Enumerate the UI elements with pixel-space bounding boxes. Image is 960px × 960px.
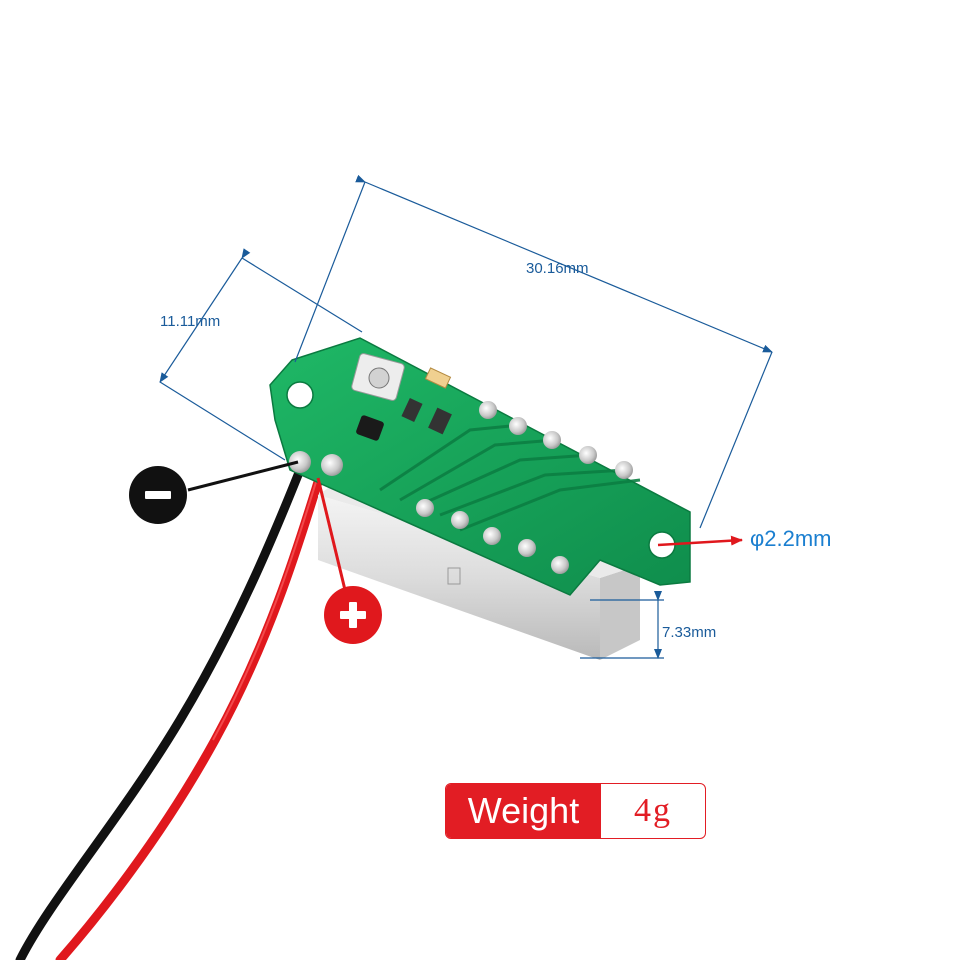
pcb-board — [269, 337, 691, 596]
weight-badge: Weight 4g — [445, 783, 706, 839]
negative-wire — [15, 465, 305, 960]
positive-terminal-icon — [324, 586, 382, 644]
mounting-hole-left — [286, 381, 314, 409]
negative-pointer-line — [187, 460, 299, 492]
width-dimension-label: 11.11mm — [160, 313, 221, 330]
negative-terminal-icon — [129, 466, 187, 524]
weight-label: Weight — [446, 784, 601, 838]
positive-wire — [55, 477, 323, 960]
hole-arrow — [657, 535, 743, 547]
height-dimension-label: 7.33mm — [662, 624, 717, 641]
solder-pads — [289, 401, 633, 574]
hole-diameter-label: φ2.2mm — [750, 526, 832, 551]
dimension-lines — [159, 174, 773, 659]
weight-value: 4g — [634, 792, 672, 829]
length-dimension-label: 30.16mm — [526, 260, 589, 277]
positive-pointer-line — [316, 477, 347, 591]
wires — [15, 465, 323, 960]
